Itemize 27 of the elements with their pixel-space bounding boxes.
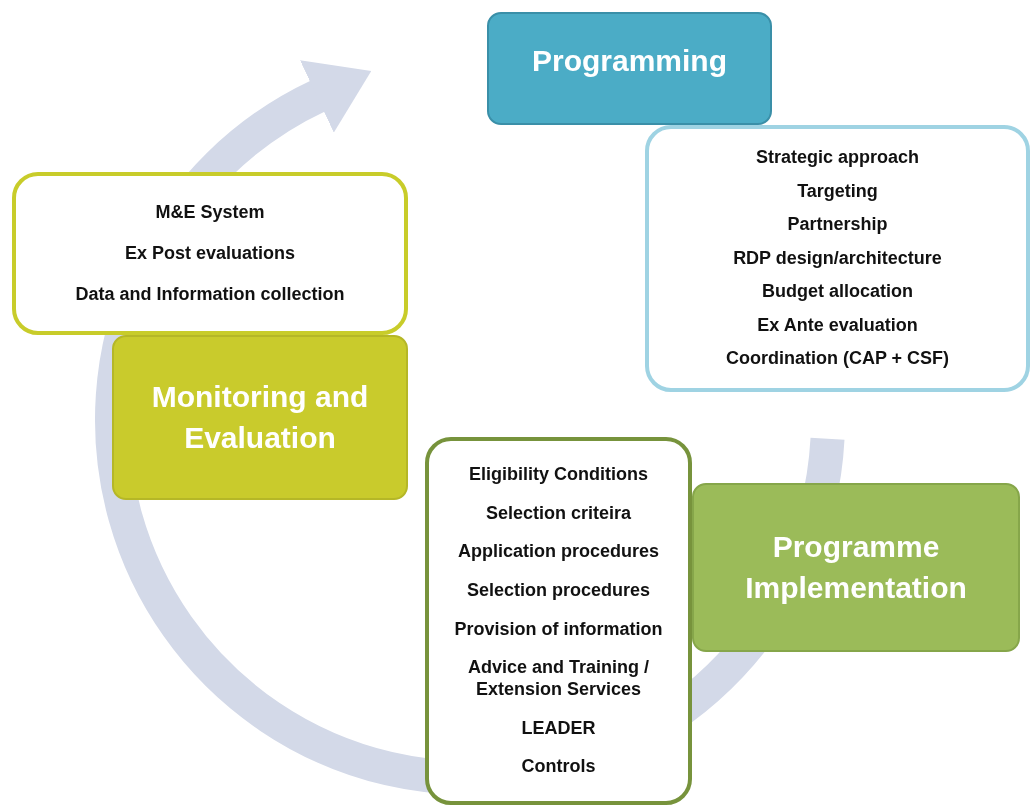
- activity-list-box: [12, 172, 408, 335]
- list-item: Selection procedures: [466, 580, 651, 602]
- activity-list-box: [425, 437, 692, 805]
- activity-list-box: [645, 125, 1030, 392]
- list-item: Application procedures: [457, 541, 659, 563]
- heading: Programming: [532, 43, 727, 80]
- list-item: Advice and Training / Extension Services: [466, 657, 650, 701]
- list-item: Strategic approach: [755, 146, 919, 169]
- list-item: Controls: [521, 756, 596, 778]
- list-item: RDP design/architecture: [733, 247, 942, 270]
- heading: Programme Implementation: [744, 529, 968, 606]
- list-item: Data and Information collection: [75, 283, 345, 306]
- list-item: LEADER: [521, 717, 596, 740]
- list-item: Partnership: [787, 214, 888, 236]
- list-item: Selection criteira: [485, 502, 632, 525]
- implementation-box: [692, 483, 1020, 652]
- monitoring-box: [112, 335, 408, 500]
- list-item: Ex Ante evaluation: [757, 314, 918, 337]
- heading: Monitoring and Evaluation: [150, 379, 370, 456]
- list-item: Eligibility Conditions: [469, 464, 648, 486]
- programming-box: [487, 12, 772, 125]
- list-item: Budget allocation: [762, 281, 913, 303]
- list-item: M&E System: [155, 201, 265, 224]
- list-item: Provision of information: [454, 618, 663, 641]
- list-item: Ex Post evaluations: [124, 242, 296, 265]
- list-item: Coordination (CAP + CSF): [725, 348, 950, 370]
- list-item: Targeting: [797, 180, 878, 203]
